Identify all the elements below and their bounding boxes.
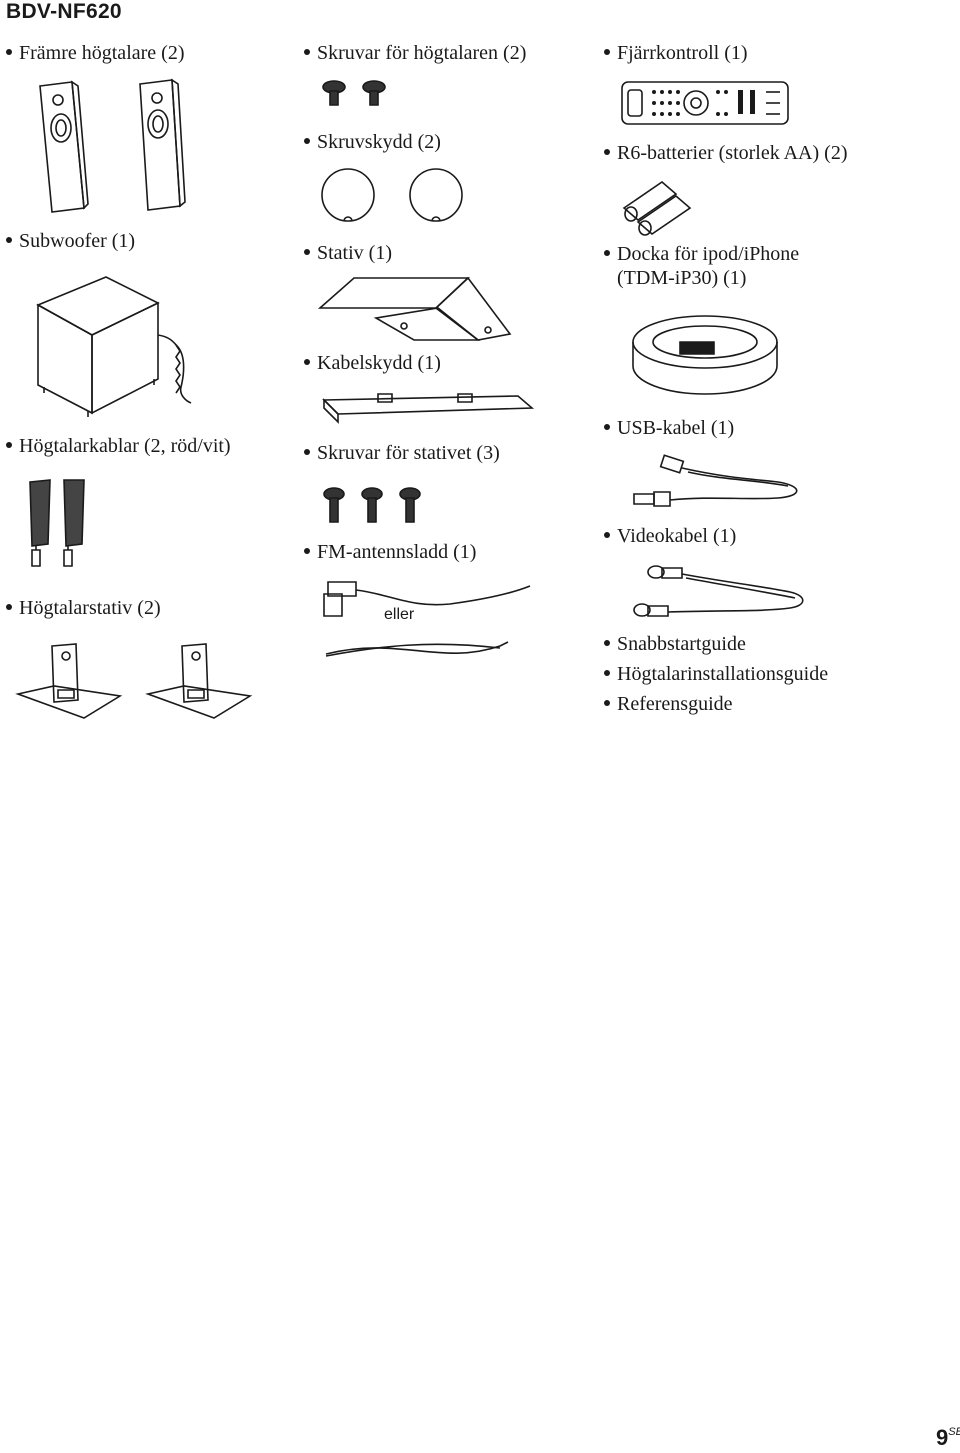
- battery-icon: [618, 178, 698, 233]
- list-item-dock: Docka för ipod/iPhone(TDM-iP30) (1): [604, 242, 799, 290]
- bullet: [604, 640, 610, 647]
- bullet: [304, 249, 310, 256]
- speaker-stands-illustration: [14, 638, 254, 723]
- alternative-label: eller: [384, 606, 415, 623]
- bullet: [604, 532, 610, 539]
- fm-antenna-illustration: [320, 576, 540, 666]
- cable-cover-illustration: [318, 390, 538, 430]
- screw-icon: [322, 486, 432, 526]
- list-item-batteries: R6-batterier (storlek AA) (2): [604, 141, 847, 165]
- list-item-stand-screws: Skruvar för stativet (3): [304, 441, 500, 465]
- speaker-cables-illustration: [24, 478, 104, 578]
- video-cable-illustration: [630, 562, 810, 624]
- bullet: [304, 548, 310, 555]
- bullet: [304, 138, 310, 145]
- list-item-cable-cover: Kabelskydd (1): [304, 351, 441, 375]
- page-number: 9SE: [936, 1425, 960, 1451]
- ipod-dock-illustration: [630, 312, 780, 397]
- list-item-screw-covers: Skruvskydd (2): [304, 130, 441, 154]
- list-item-front-speakers: Främre högtalare (2): [6, 41, 184, 65]
- bullet: [6, 442, 12, 449]
- screw-cover-illustration: [320, 167, 470, 227]
- front-speakers-illustration: [30, 78, 190, 218]
- bullet: [304, 359, 310, 366]
- bullet: [304, 449, 310, 456]
- list-item-reference-guide: Referensguide: [604, 692, 733, 716]
- bullet: [604, 49, 610, 56]
- bullet: [304, 49, 310, 56]
- bullet: [6, 49, 12, 56]
- bullet: [604, 250, 610, 257]
- model-title: BDV-NF620: [6, 0, 122, 23]
- list-item-stand: Stativ (1): [304, 241, 392, 265]
- list-item-speaker-setup-guide: Högtalarinstallationsguide: [604, 662, 828, 686]
- bullet: [6, 604, 12, 611]
- bullet: [604, 424, 610, 431]
- list-item-speaker-screws: Skruvar för högtalaren (2): [304, 41, 526, 65]
- stand-illustration: [318, 274, 518, 344]
- list-item-fm-antenna: FM-antennsladd (1): [304, 540, 476, 564]
- list-item-video-cable: Videokabel (1): [604, 524, 736, 548]
- list-item-speaker-cables: Högtalarkablar (2, röd/vit): [6, 434, 231, 458]
- list-item-subwoofer: Subwoofer (1): [6, 229, 135, 253]
- bullet: [604, 700, 610, 707]
- page-language-suffix: SE: [948, 1425, 960, 1438]
- bullet: [604, 149, 610, 156]
- list-item-speaker-stands: Högtalarstativ (2): [6, 596, 161, 620]
- list-item-quick-start: Snabbstartguide: [604, 632, 746, 656]
- bullet: [6, 237, 12, 244]
- list-item-usb-cable: USB-kabel (1): [604, 416, 734, 440]
- screw-icon: [320, 79, 390, 109]
- remote-control-illustration: [620, 78, 790, 128]
- usb-cable-illustration: [628, 450, 808, 515]
- list-item-remote: Fjärrkontroll (1): [604, 41, 748, 65]
- subwoofer-illustration: [36, 275, 206, 420]
- bullet: [604, 670, 610, 677]
